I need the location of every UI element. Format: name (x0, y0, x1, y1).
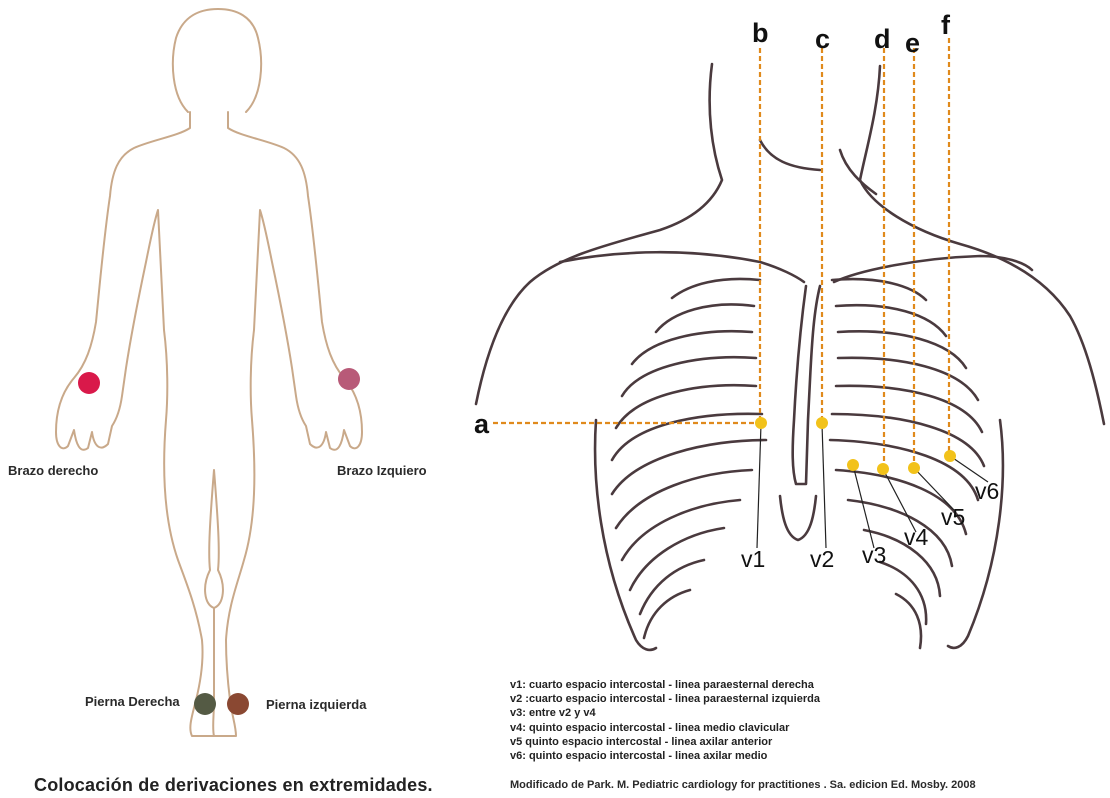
label-right-arm: Brazo derecho (8, 463, 98, 478)
letter-b: b (752, 20, 769, 47)
label-v3: v3 (862, 544, 886, 567)
clavicle-left (560, 252, 804, 282)
letter-f: f (941, 12, 950, 39)
left-leg-electrode (227, 693, 249, 715)
body-outline (56, 112, 362, 736)
limb-caption: Colocación de derivaciones en extremidad… (34, 775, 433, 796)
guide-lines (493, 38, 949, 468)
xiphoid (780, 496, 816, 540)
right-arm-electrode (78, 372, 100, 394)
label-v6: v6 (975, 480, 999, 503)
neck-outline-right (860, 66, 1104, 424)
neck-inner-right (840, 150, 876, 194)
legend-item: v3: entre v2 y v4 (510, 706, 820, 720)
sternum (793, 286, 820, 484)
letter-d: d (874, 26, 891, 53)
label-left-leg: Pierna izquierda (266, 697, 366, 712)
neck-inner-left (760, 140, 820, 170)
electrode-legend: v1: cuarto espacio intercostal - linea p… (510, 678, 820, 763)
chest-drawing (476, 64, 1104, 650)
source-credit: Modificado de Park. M. Pediatric cardiol… (510, 779, 976, 791)
label-v1: v1 (741, 548, 765, 571)
label-left-arm: Brazo Izquiero (337, 463, 427, 478)
electrode-v4 (877, 463, 889, 475)
label-v4: v4 (904, 526, 928, 549)
electrode-v3 (847, 459, 859, 471)
letter-a: a (474, 411, 489, 438)
letter-e: e (905, 30, 920, 57)
body-silhouette (56, 9, 362, 736)
legend-item: v5 quinto espacio intercostal - linea ax… (510, 735, 820, 749)
letter-c: c (815, 26, 830, 53)
legend-item: v2 :cuarto espacio intercostal - linea p… (510, 692, 820, 706)
label-right-leg: Pierna Derecha (85, 694, 180, 709)
electrode-v2 (816, 417, 828, 429)
costal-margin-left (595, 420, 656, 650)
electrode-v5 (908, 462, 920, 474)
body-leg-inner (213, 608, 214, 736)
legend-item: v1: cuarto espacio intercostal - linea p… (510, 678, 820, 692)
body-head (173, 9, 261, 112)
label-v5: v5 (941, 506, 965, 529)
legend-item: v4: quinto espacio intercostal - linea m… (510, 721, 820, 735)
left-arm-electrode (338, 368, 360, 390)
right-leg-electrode (194, 693, 216, 715)
electrode-v6 (944, 450, 956, 462)
legend-item: v6: quinto espacio intercostal - linea a… (510, 749, 820, 763)
electrode-v1 (755, 417, 767, 429)
body-leg-split (205, 470, 223, 608)
neck-outline (476, 64, 722, 404)
label-v2: v2 (810, 548, 834, 571)
